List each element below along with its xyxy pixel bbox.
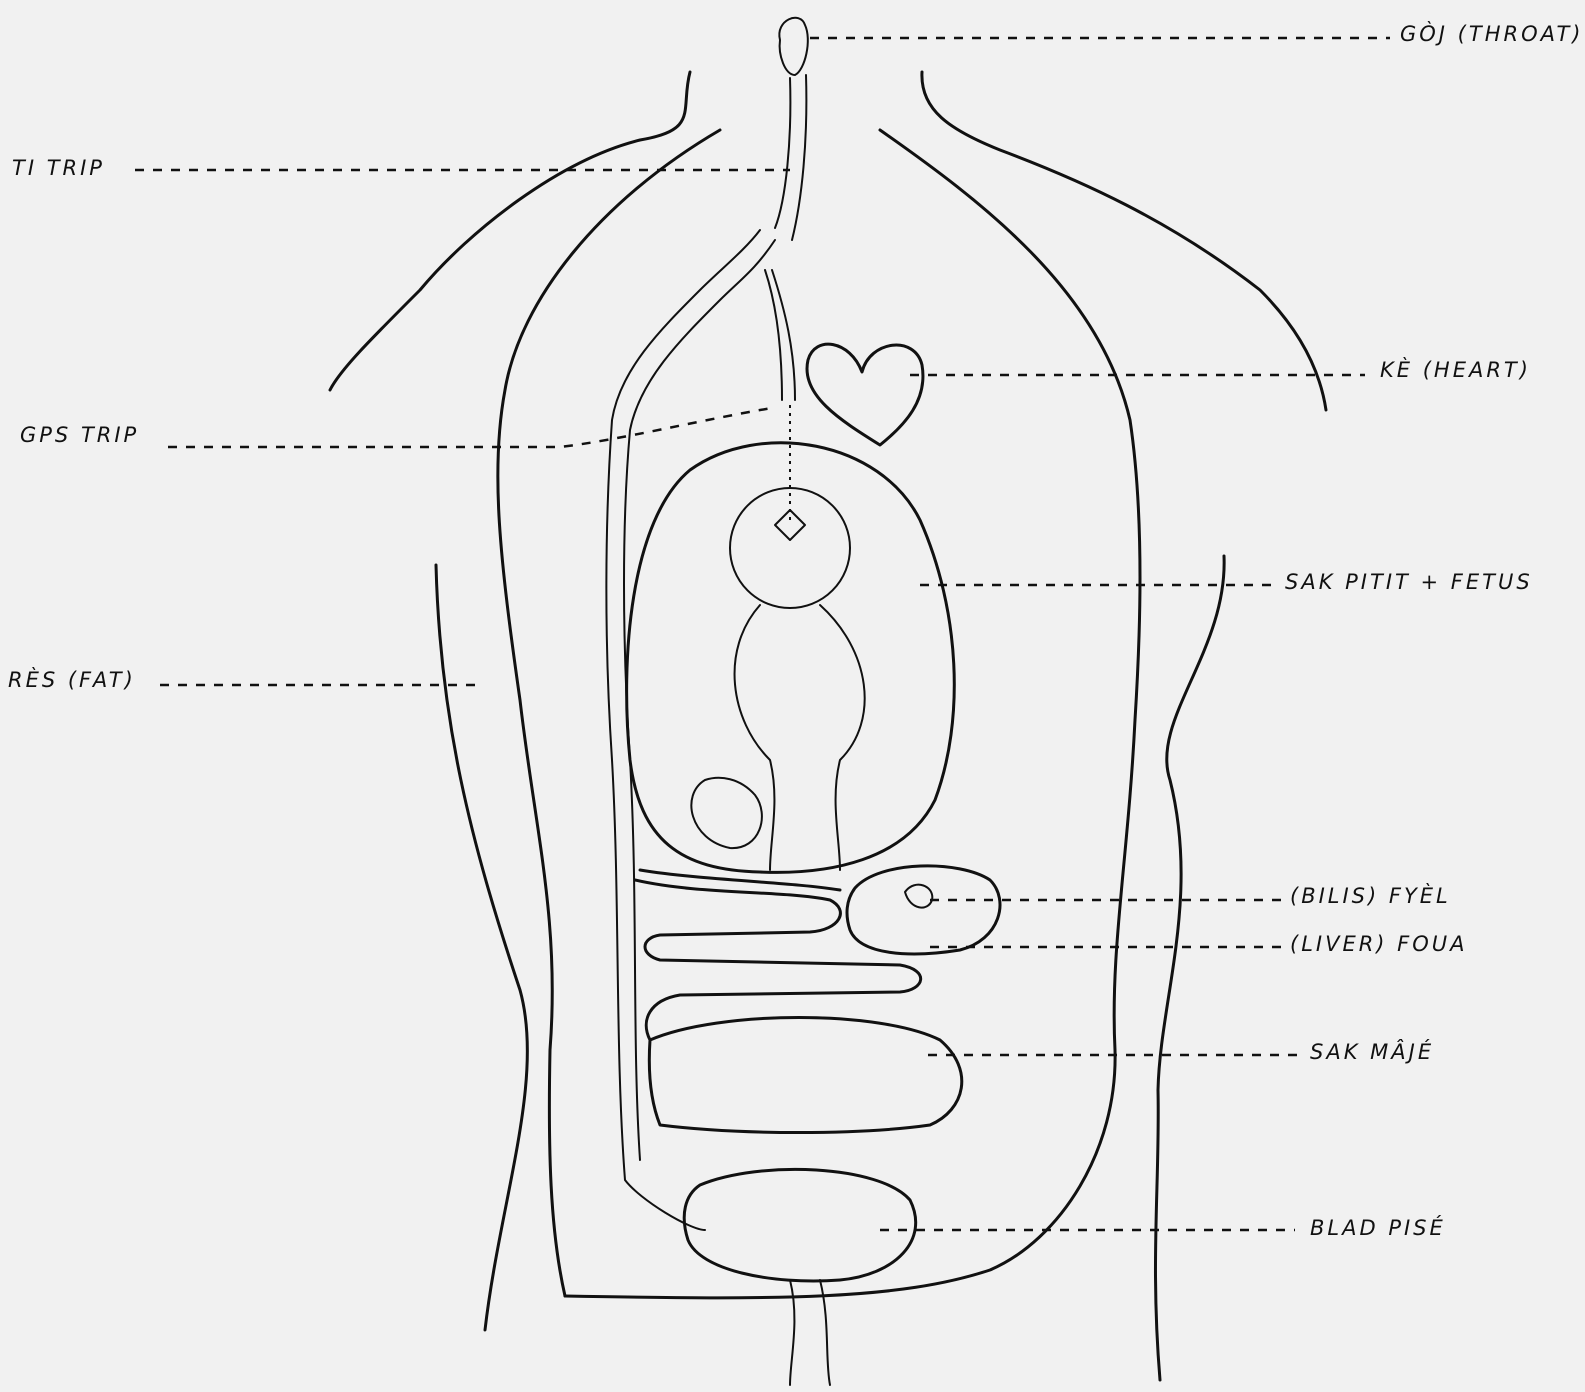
label-stomach: SAK MÂJÉ [1310,1040,1434,1064]
bladder [684,1169,915,1385]
label-heart: KÈ (HEART) [1380,358,1531,382]
label-gro-trip: GPS TRIP [20,423,139,447]
body-outline [330,72,1326,1380]
throat-and-windpipe [606,18,807,1230]
body-cavity [498,130,1140,1298]
leader-lines [135,38,1390,1230]
stomach [649,1018,961,1133]
label-liver: (LIVER) FOUA [1290,932,1468,956]
label-fat: RÈS (FAT) [8,668,136,692]
label-throat: GÒJ (THROAT) [1400,22,1583,46]
fetus [691,488,864,870]
heart [807,344,923,445]
fetal-sac [627,443,955,873]
label-fetus: SAK PITIT + FETUS [1285,570,1533,594]
liver-and-gallbladder [847,866,1000,954]
label-bladder: BLAD PISÉ [1310,1216,1446,1240]
intestines [635,870,921,1040]
label-bilis: (BILIS) FYÈL [1290,884,1451,908]
label-ti-trip: TI TRIP [12,156,105,180]
